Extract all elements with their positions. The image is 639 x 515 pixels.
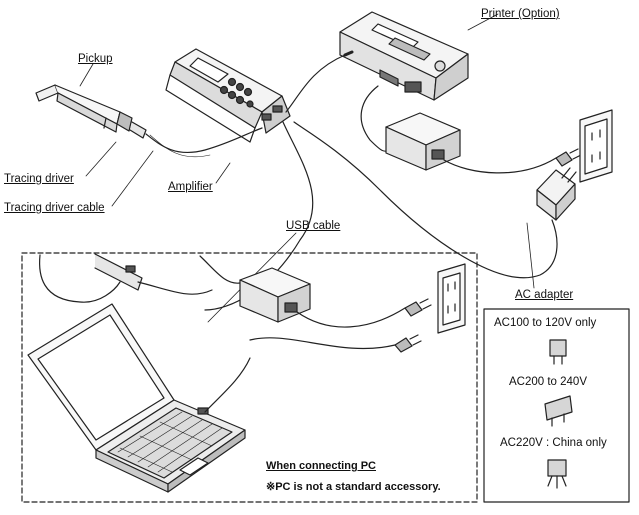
ac-adapter-icon [536,167,577,221]
plug-type-i-label: AC220V : China only [500,437,607,449]
plug-type-c-label: AC200 to 240V [509,376,588,388]
usb-cable-line [204,121,314,311]
pc-section-note: ※PC is not a standard accessory. [266,481,441,493]
tracing-driver-cable-line [145,127,263,154]
printer-ac-power-brick [385,112,461,171]
usb-cable-label: USB cable [286,220,341,232]
amplifier-label: Amplifier [168,181,213,193]
pc-connection-frame [21,252,478,503]
ac-adapter-cord [293,121,558,279]
plug-type-a-label: AC100 to 120V only [494,317,597,329]
tracing-driver-cable-label: Tracing driver cable [4,202,105,214]
printer-to-amplifier-cable [285,54,346,113]
wall-outlet-top [579,109,613,183]
tracing-driver-label: Tracing driver [4,173,74,185]
wall-outlet-pc [437,263,466,334]
pc-section-heading: When connecting PC [266,460,376,472]
pickup-label: Pickup [78,53,113,65]
printer-ac-cord [443,157,557,174]
pc-ac-power-brick [239,267,311,323]
amplifier-icon [165,48,291,143]
laptop-icon [27,303,246,493]
plug-a-icon [549,339,567,365]
plug-i-icon [547,459,567,489]
pickup-icon [35,84,147,139]
plug-types-frame [483,308,630,503]
printer-label: Printer (Option) [481,8,560,20]
plug-c-icon [544,395,573,427]
printer-icon [339,11,469,101]
ac-adapter-label: AC adapter [515,289,574,301]
